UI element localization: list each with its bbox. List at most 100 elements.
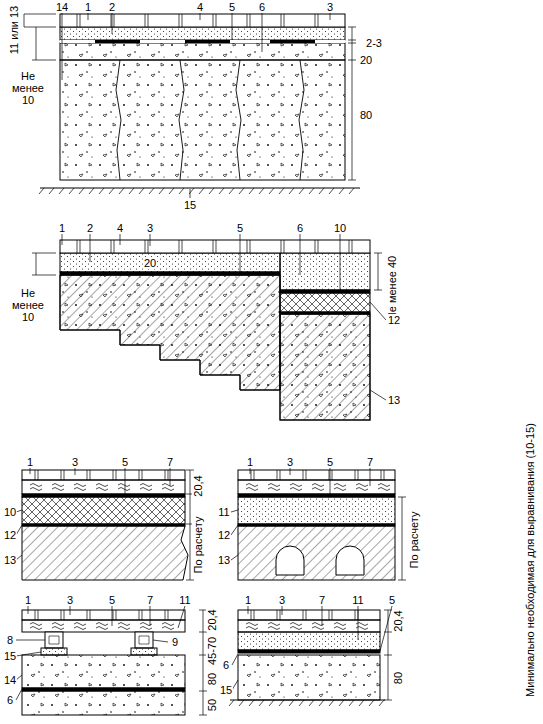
ground-tick	[59, 188, 64, 194]
section-3a	[22, 470, 194, 580]
leader-line	[170, 468, 171, 486]
callout-number: 3	[71, 456, 79, 468]
leader-line	[232, 13, 233, 40]
ground-tick	[229, 188, 234, 194]
section-4a	[22, 610, 207, 715]
plank-joint	[139, 470, 142, 480]
leader-lines	[16, 13, 392, 700]
ground-tick	[249, 700, 254, 706]
leader-line	[75, 468, 76, 475]
dimension-label: 20,4	[206, 608, 218, 631]
plank-joint	[35, 470, 38, 480]
callout-number: 6	[6, 694, 14, 706]
leader-line	[240, 234, 241, 272]
fibre-mark	[290, 623, 302, 630]
callout-number: 1	[58, 222, 66, 234]
ground-tick	[99, 188, 104, 194]
fibre-mark	[378, 484, 390, 491]
leader-line	[120, 234, 121, 245]
callout-number: 7	[146, 594, 154, 606]
plank-joint	[179, 14, 182, 27]
leader-line	[16, 652, 41, 656]
leader-line	[290, 468, 291, 475]
plank-joint	[35, 610, 38, 620]
callout-number: 5	[228, 1, 236, 13]
plank-joint	[281, 14, 284, 27]
ground-tick	[289, 188, 294, 194]
dimension-label: По расчету	[408, 511, 420, 570]
ground-tick	[279, 700, 284, 706]
leader-line	[262, 13, 263, 52]
ground-tick	[339, 188, 344, 194]
plank-joint	[277, 470, 280, 480]
plank-joint	[113, 470, 116, 480]
plank-joint	[77, 14, 80, 27]
plank-joint	[355, 470, 358, 480]
leader-line	[16, 640, 45, 641]
ground-tick	[319, 188, 324, 194]
callout-number: 1	[26, 456, 34, 468]
plank-joint	[111, 240, 114, 253]
plank-joint	[277, 610, 280, 620]
ground-tick	[89, 188, 94, 194]
callout-number: 15	[219, 684, 233, 696]
fibre-mark	[140, 484, 152, 491]
leader-line	[190, 189, 191, 198]
leader-line	[70, 606, 71, 615]
fibre-mark	[52, 623, 64, 630]
callout-number: 80	[206, 672, 218, 686]
leader-line	[250, 468, 251, 474]
ground-tick	[259, 700, 264, 706]
callout-number: 20	[143, 257, 157, 269]
fibre-mark	[118, 623, 130, 630]
plank-joint	[303, 470, 306, 480]
leader-line	[231, 525, 238, 535]
callout-number: 20	[359, 54, 373, 66]
callout-number: 15	[3, 650, 17, 662]
ground-tick	[159, 188, 164, 194]
plank-joint	[355, 610, 358, 620]
callout-number: 12	[3, 529, 17, 541]
dimension-label: Не менее 40	[386, 255, 398, 321]
leader-line	[248, 606, 249, 614]
ground-tick	[259, 188, 264, 194]
leader-line	[88, 13, 89, 20]
fibre-mark	[96, 484, 108, 491]
callout-number: 13	[217, 554, 231, 566]
ground-tick	[219, 188, 224, 194]
ground-tick	[379, 700, 384, 706]
plank-joint	[315, 240, 318, 253]
plank-joint	[145, 240, 148, 253]
fibre-mark	[268, 484, 280, 491]
fibre-mark	[74, 484, 86, 491]
callout-number: 9	[171, 636, 179, 648]
callout-number: 2-3	[365, 37, 383, 49]
plank-joint	[87, 610, 90, 620]
callout-number: 10	[3, 506, 17, 518]
dimension-label: По расчету	[192, 516, 204, 575]
callout-number: 6	[222, 659, 230, 671]
plank-joint	[61, 470, 64, 480]
plank-joint	[61, 610, 64, 620]
fibre-mark	[30, 484, 42, 491]
ground-tick	[49, 188, 54, 194]
callout-number: 1	[244, 594, 252, 606]
callout-number: 8	[6, 634, 14, 646]
plank-joint	[145, 14, 148, 27]
plank-joint	[329, 610, 332, 620]
ground-tick	[39, 188, 44, 194]
callout-number: 7	[366, 456, 374, 468]
leader-line	[330, 13, 331, 20]
callout-number: 14	[55, 1, 69, 13]
leader-line	[231, 555, 238, 560]
leader-line	[62, 234, 63, 245]
leader-line	[200, 13, 201, 20]
callout-number: 3	[146, 222, 154, 234]
callout-number: 13	[387, 394, 401, 406]
ground-tick	[129, 188, 134, 194]
plank-joint	[87, 470, 90, 480]
plank-joint	[113, 610, 116, 620]
callout-number: 2	[86, 222, 94, 234]
